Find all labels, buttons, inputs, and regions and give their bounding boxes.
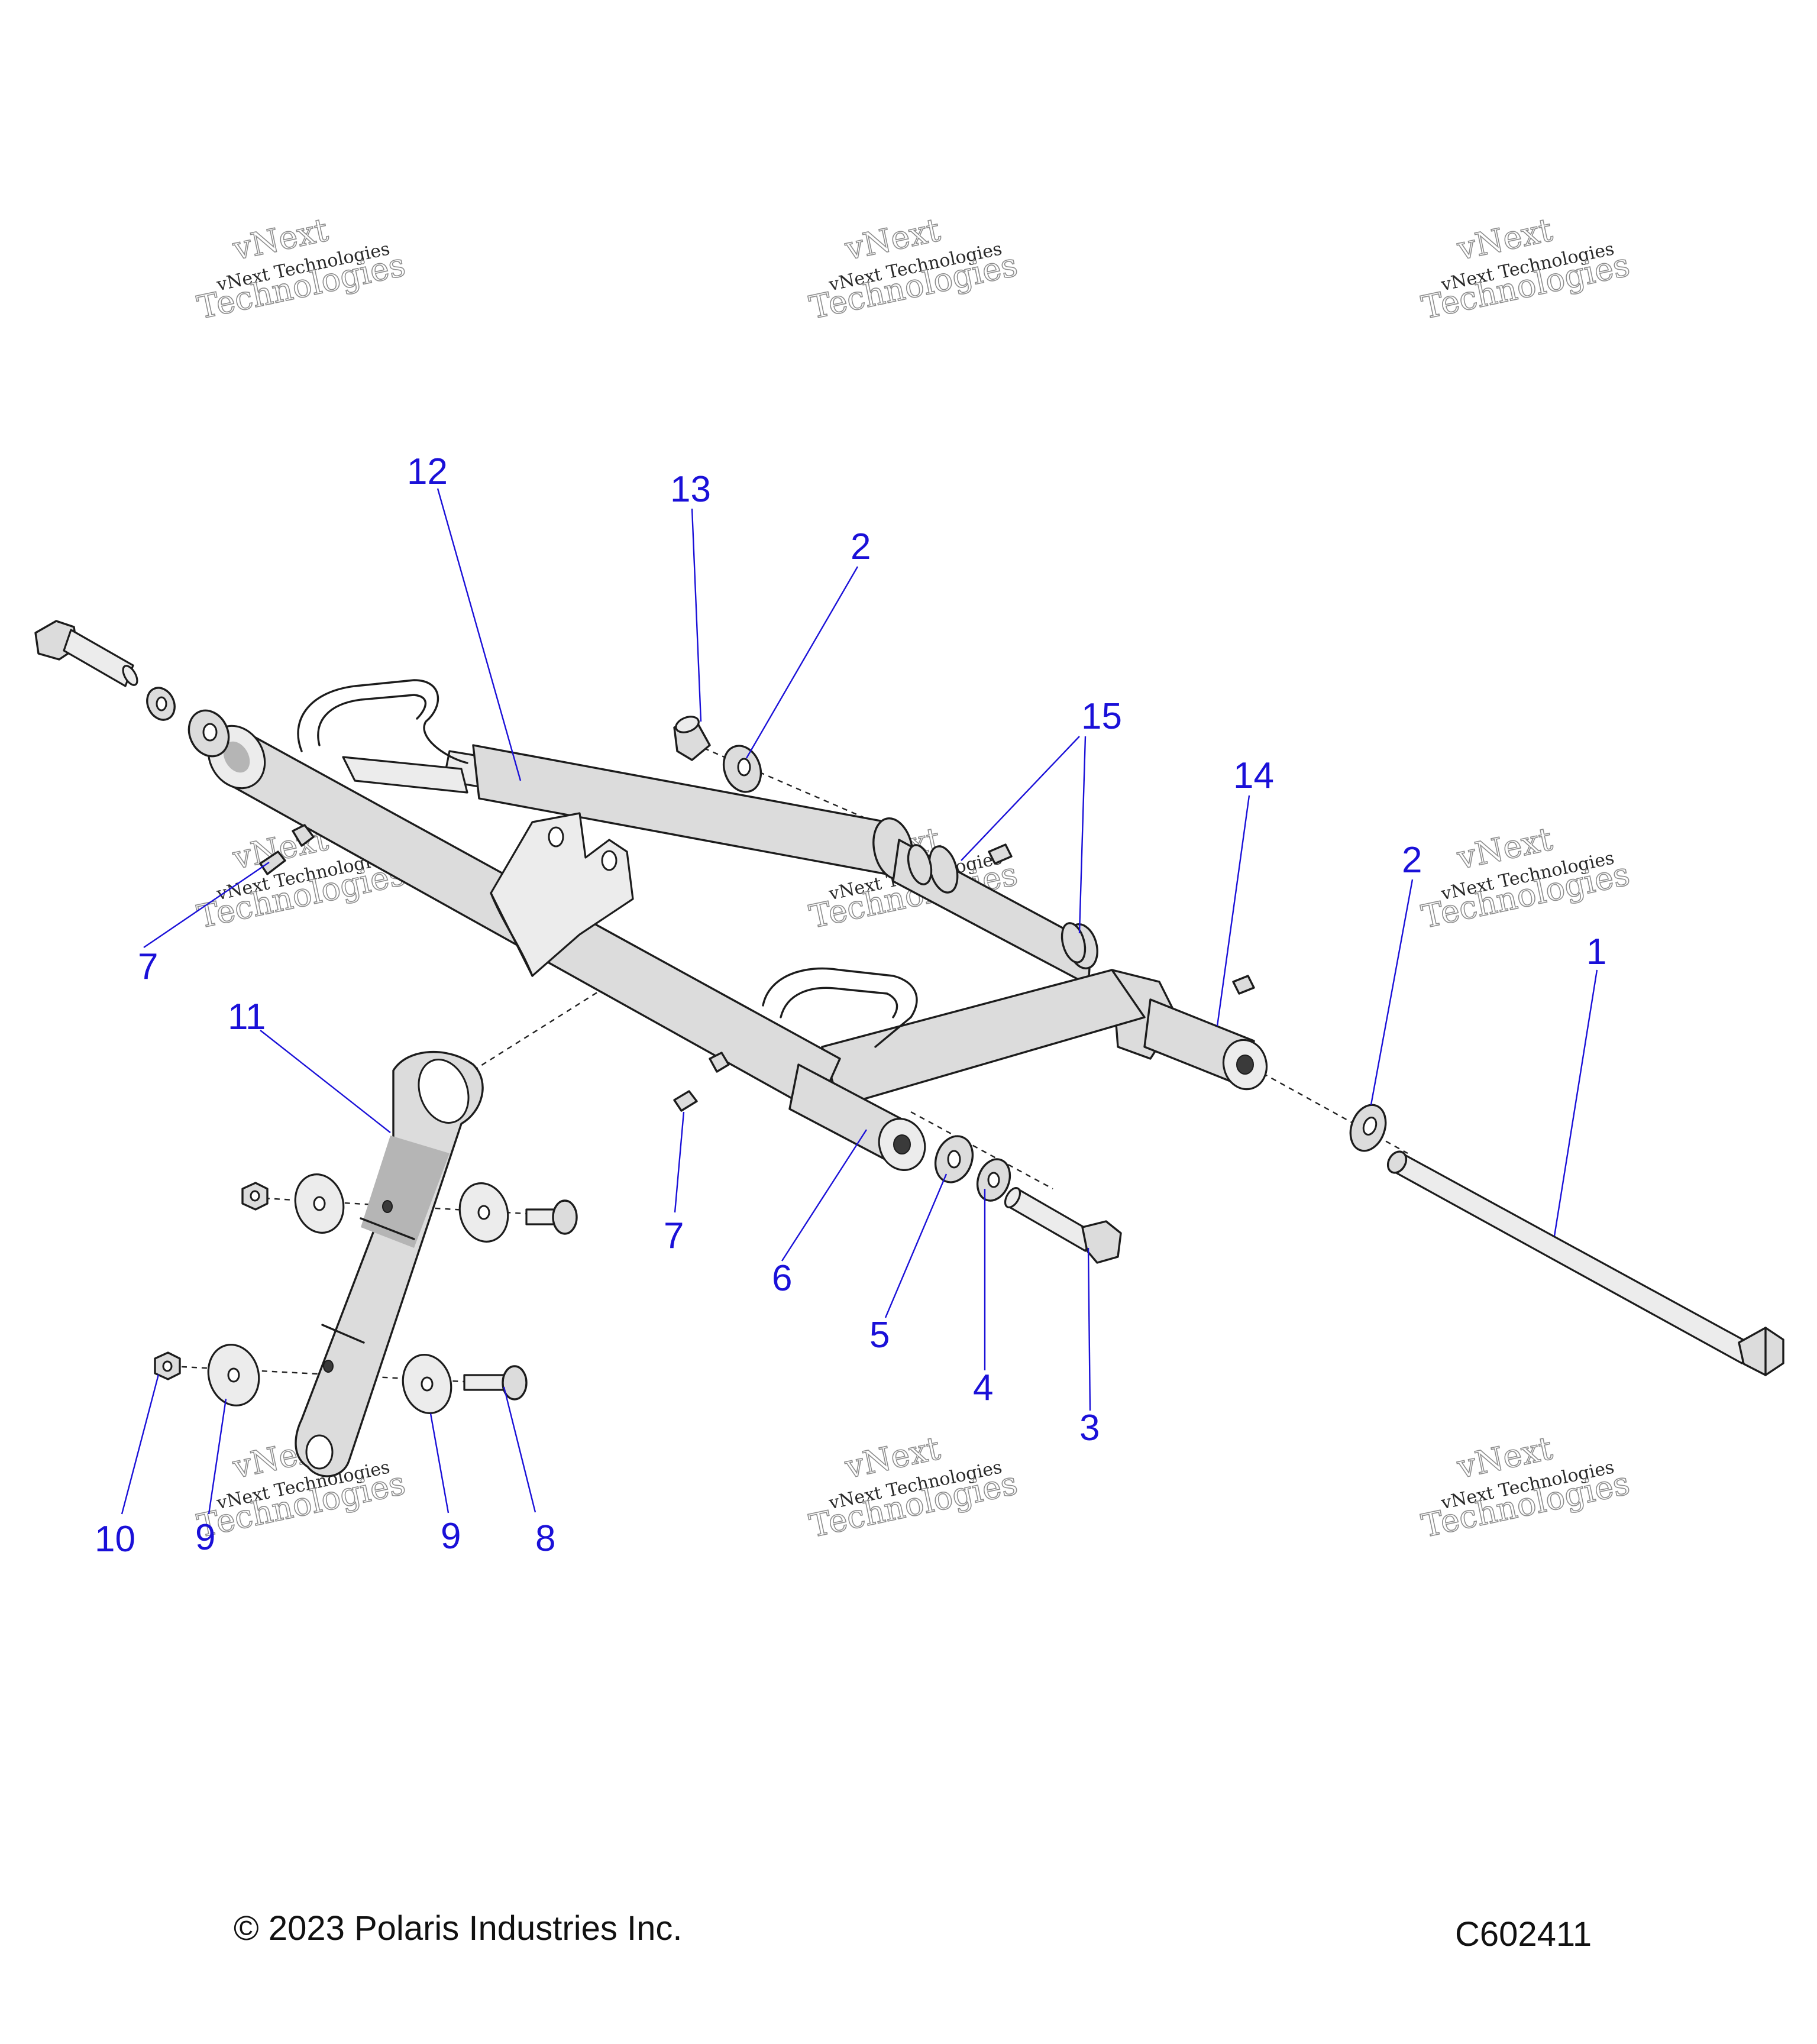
callout-9-left: 9 <box>195 1517 215 1558</box>
washer-upper-left-large <box>187 709 230 758</box>
callout-12: 12 <box>407 451 448 492</box>
washer-right <box>1349 1104 1387 1152</box>
leader-lines <box>121 488 1598 1515</box>
upper-left-bolt <box>34 620 138 687</box>
washer-lower-link-left <box>207 1344 260 1406</box>
callout-7-center: 7 <box>664 1215 684 1256</box>
watermark-bottom-center: vNext vNext Technologies Technologies <box>806 1429 1021 1545</box>
link-arm <box>295 1050 484 1477</box>
grease-fitting-left <box>259 850 286 875</box>
callout-2-right: 2 <box>1402 840 1422 881</box>
callout-7-left: 7 <box>138 946 158 987</box>
washer-upper-link-left <box>294 1173 345 1234</box>
callout-8: 8 <box>535 1518 555 1559</box>
watermark-bottom-right: vNext vNext Technologies Technologies <box>1418 1429 1633 1545</box>
grease-fitting-right <box>1232 975 1255 995</box>
swing-arm-frame <box>207 679 1268 1171</box>
watermark-top-center: vNext vNext Technologies Technologies <box>806 211 1021 327</box>
washer-upper-link-right <box>458 1182 509 1243</box>
callout-13: 13 <box>670 469 711 510</box>
callout-9-right: 9 <box>441 1516 461 1557</box>
nut-lower-link <box>154 1351 181 1380</box>
watermark-top-right: vNext vNext Technologies Technologies <box>1418 211 1633 327</box>
callout-11: 11 <box>228 997 266 1037</box>
watermark-mid-right: vNext vNext Technologies Technologies <box>1418 820 1633 936</box>
washer-front-4 <box>976 1158 1011 1202</box>
washer-upper <box>722 745 762 793</box>
callout-4: 4 <box>973 1367 993 1408</box>
callout-labels: 1 2 2 3 4 5 6 7 7 8 9 9 10 11 12 13 14 1… <box>95 451 1606 1560</box>
bolt-lower-link <box>463 1365 528 1401</box>
long-bolt <box>1386 1150 1784 1376</box>
nut-upper-link <box>241 1182 269 1211</box>
washer-front-5 <box>934 1135 974 1183</box>
callout-10: 10 <box>95 1519 135 1560</box>
callout-1: 1 <box>1586 932 1606 972</box>
bushing-top <box>673 716 711 761</box>
grease-fitting-center <box>673 1090 698 1112</box>
callout-15: 15 <box>1081 696 1122 737</box>
front-bolt <box>1004 1187 1122 1264</box>
watermark-top-left: vNext vNext Technologies Technologies <box>193 211 409 327</box>
callout-2-upper: 2 <box>851 526 871 567</box>
bolt-upper-link <box>525 1199 578 1235</box>
washer-upper-left-small <box>146 687 176 721</box>
washer-lower-link-right <box>402 1354 452 1414</box>
callout-14: 14 <box>1233 755 1274 796</box>
callout-3: 3 <box>1079 1408 1100 1448</box>
callout-6: 6 <box>772 1258 792 1299</box>
copyright-text: © 2023 Polaris Industries Inc. <box>234 1909 682 1948</box>
diagram-id: C602411 <box>1455 1915 1592 1954</box>
callout-5: 5 <box>869 1315 890 1356</box>
grease-fitting-upper-right <box>988 843 1013 865</box>
